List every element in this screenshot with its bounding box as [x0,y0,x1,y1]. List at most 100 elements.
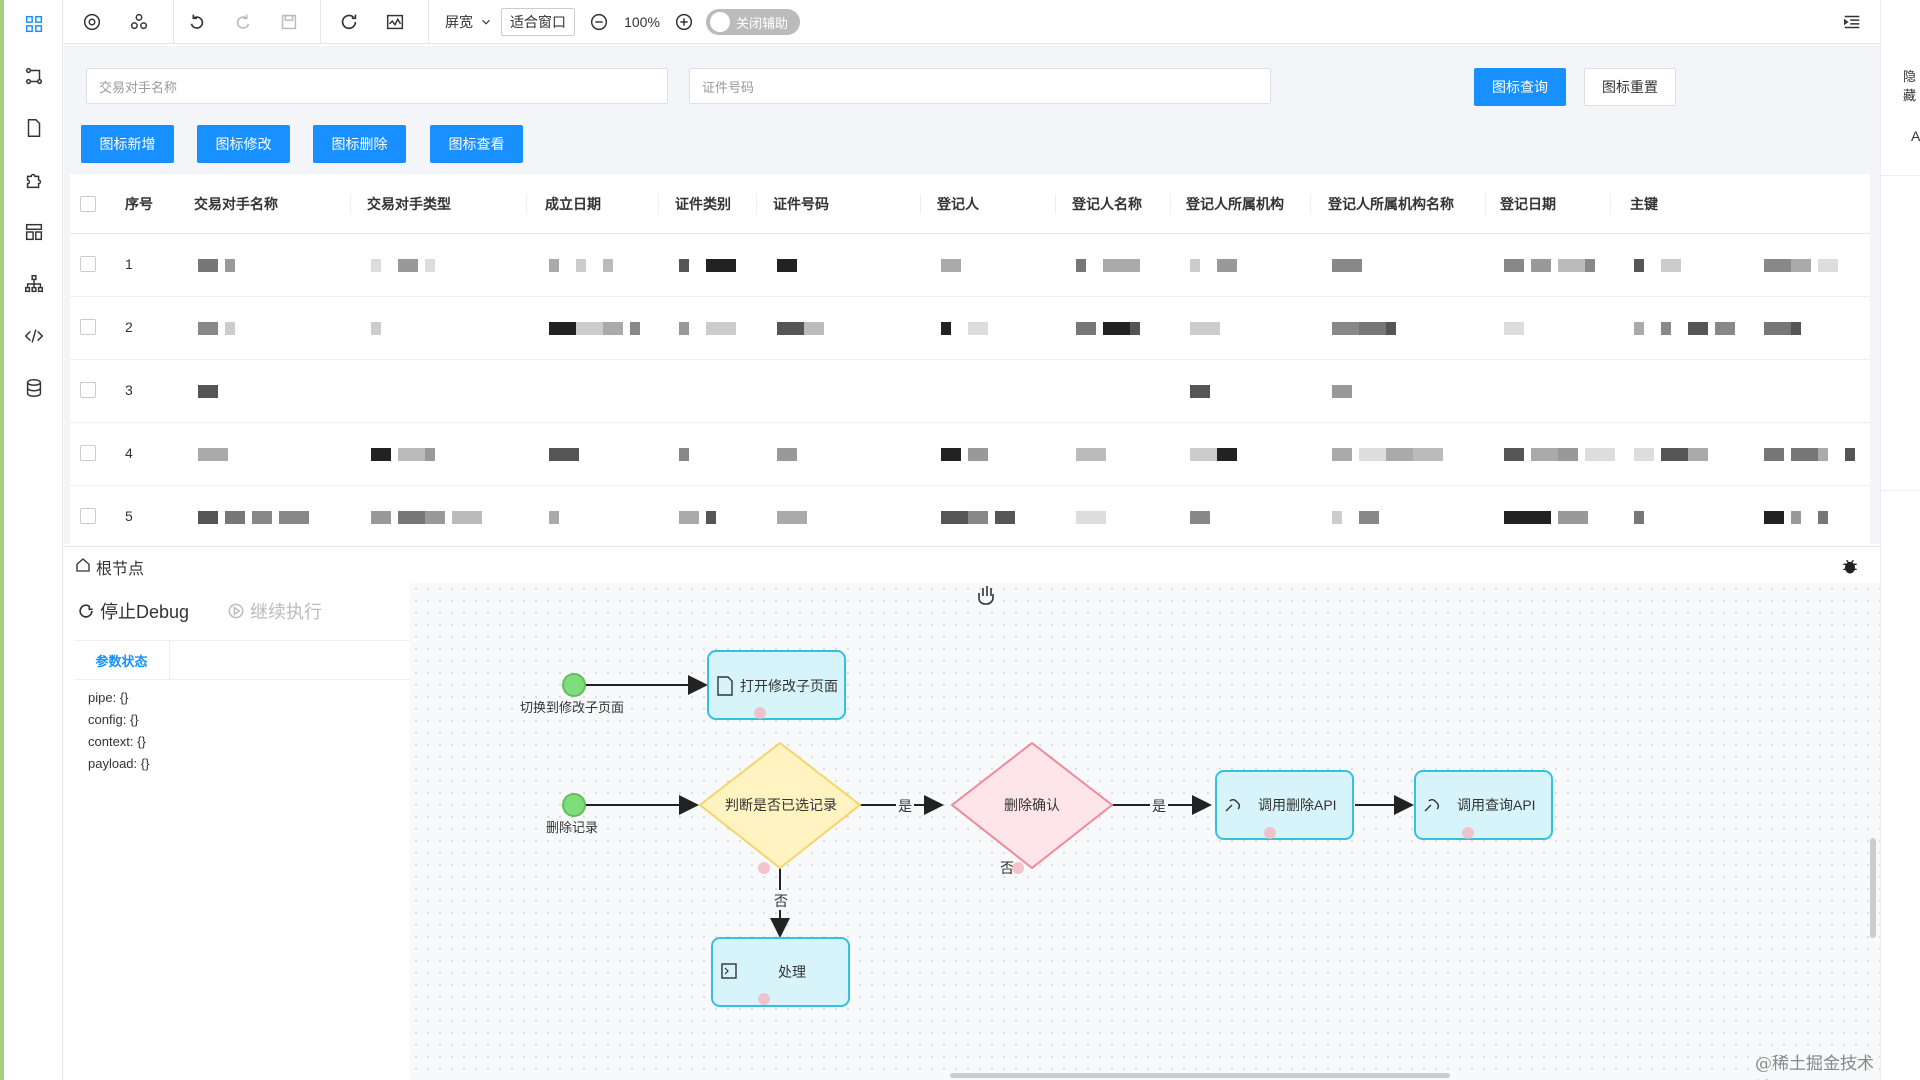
masked-cell-block [804,322,824,335]
grid-icon[interactable] [14,4,54,44]
width-mode-select[interactable]: 屏宽 [441,9,497,35]
code-icon[interactable] [14,316,54,356]
stop-debug-button[interactable]: 停止Debug [76,598,189,624]
masked-cell-block [1791,259,1811,272]
row-checkbox[interactable] [80,382,96,398]
masked-cell-block [1791,322,1801,335]
puzzle-icon[interactable] [14,160,54,200]
masked-cell-block [425,511,445,524]
home-icon[interactable] [74,556,92,574]
vertical-scrollbar[interactable] [1870,838,1876,938]
masked-cell-block [1504,448,1524,461]
counterparty-name-input[interactable]: 交易对手名称 [86,68,668,104]
table-row[interactable]: 5 [70,486,1870,544]
select-all-checkbox[interactable] [80,196,96,212]
bug-icon[interactable] [1840,556,1860,576]
start-node[interactable] [562,673,586,697]
row-checkbox[interactable] [80,508,96,524]
right-panel-strip: 隐藏 A [1880,0,1920,1080]
param-key: pipe: [88,690,117,705]
row-checkbox[interactable] [80,256,96,272]
debug-panel: 停止Debug 继续执行 参数状态 pipe: {} config: {} co… [64,583,410,1080]
masked-cell-block [225,322,235,335]
delete-button[interactable]: 图标删除 [313,125,406,163]
param-row: payload: {} [88,753,149,775]
decision-node-judge[interactable] [698,741,862,870]
zoom-in-icon[interactable] [671,9,697,35]
stop-icon [79,604,93,618]
table-row[interactable]: 4 [70,423,1870,486]
tree-node-icon[interactable] [125,9,153,35]
task-node-call-delete[interactable] [1215,770,1354,840]
redo-icon[interactable] [229,9,257,35]
right-label-a: A [1911,128,1920,144]
view-button[interactable]: 图标查看 [430,125,523,163]
table-header: 序号 交易对手名称 交易对手类型 成立日期 证件类别 证件号码 登记人 登记人名… [70,174,1870,234]
top-toolbar: 屏宽 适合窗口 100% 关闭辅助 [63,0,1880,44]
flow-icon[interactable] [14,56,54,96]
layout-icon[interactable] [14,212,54,252]
hide-label[interactable]: 隐藏 [1903,69,1917,103]
database-icon[interactable] [14,368,54,408]
table-row[interactable]: 1 [70,234,1870,297]
file-icon[interactable] [14,108,54,148]
assist-toggle-label: 关闭辅助 [736,15,789,31]
masked-cell-block [371,511,391,524]
masked-cell-block [1190,259,1200,272]
task-node-call-query[interactable] [1414,770,1553,840]
param-value: {} [129,712,139,727]
search-button[interactable]: 图标查询 [1474,68,1566,106]
monitor-icon[interactable] [381,9,409,35]
assist-toggle[interactable]: 关闭辅助 [706,9,800,35]
horizontal-scrollbar[interactable] [950,1073,1450,1078]
masked-cell-block [549,322,579,335]
masked-cell-block [968,448,988,461]
masked-cell-block [225,259,235,272]
edit-button[interactable]: 图标修改 [197,125,290,163]
add-button[interactable]: 图标新增 [81,125,174,163]
fit-window-button[interactable]: 适合窗口 [501,8,575,36]
zoom-out-icon[interactable] [586,9,612,35]
param-value: {} [119,690,129,705]
masked-cell-block [706,322,736,335]
row-index: 4 [125,445,133,461]
refresh-icon[interactable] [335,9,363,35]
row-index: 3 [125,382,133,398]
masked-cell-block [198,322,218,335]
masked-cell-block [1661,259,1681,272]
continue-button[interactable]: 继续执行 [226,598,322,624]
masked-cell-block [630,322,640,335]
masked-cell-block [1764,511,1784,524]
start-node[interactable] [562,793,586,817]
decision-label: 删除确认 [1004,797,1060,813]
row-checkbox[interactable] [80,445,96,461]
param-value: {} [137,734,146,749]
reset-button[interactable]: 图标重置 [1584,68,1676,106]
table-row[interactable]: 2 [70,297,1870,360]
task-node-process[interactable] [711,937,850,1007]
edge-label-yes: 是 [898,798,912,814]
tree-icon[interactable] [14,264,54,304]
row-checkbox[interactable] [80,319,96,335]
breadcrumb-root[interactable]: 根节点 [96,561,145,578]
param-row: config: {} [88,709,149,731]
flow-canvas[interactable]: 是 是 否 否 切换到修改子页面 删除记录 打开修改子页面 判断是否已选记录 删… [410,583,1880,1080]
decision-node-confirm[interactable] [950,741,1114,870]
id-number-input[interactable]: 证件号码 [689,68,1271,104]
col-header: 交易对手名称 [194,196,278,212]
flow-graph: 是 是 否 否 切换到修改子页面 删除记录 打开修改子页面 判断是否已选记录 删… [520,586,1553,1007]
settings-icon[interactable] [78,9,106,35]
table-row[interactable]: 3 [70,360,1870,423]
menu-indent-icon[interactable] [1838,9,1866,35]
masked-cell-block [968,322,988,335]
link-icon [1225,799,1240,812]
save-icon[interactable] [275,9,303,35]
tab-param-state[interactable]: 参数状态 [74,640,170,680]
masked-cell-block [941,259,961,272]
masked-cell-block [679,259,689,272]
undo-icon[interactable] [183,9,211,35]
toggle-knob [710,12,730,32]
masked-cell-block [1688,322,1708,335]
task-node-open-page[interactable] [707,650,846,720]
masked-cell-block [1190,322,1220,335]
